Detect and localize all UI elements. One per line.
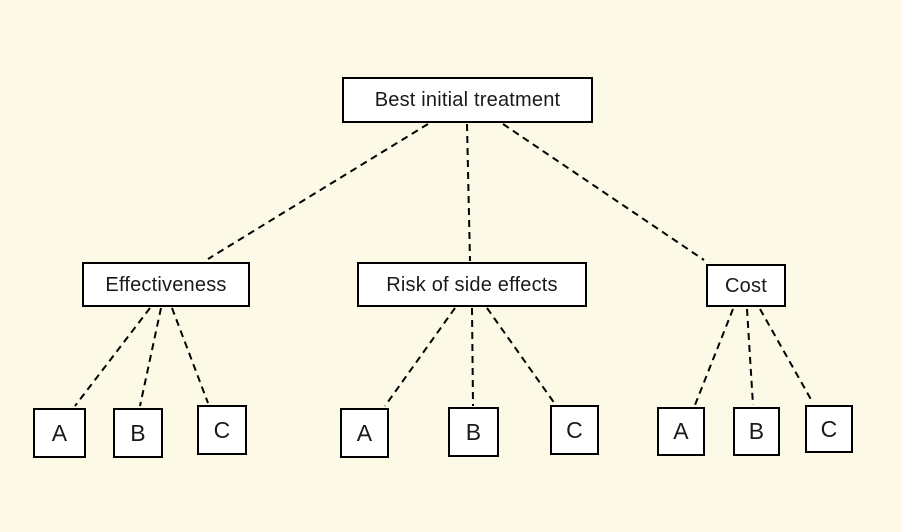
- edge-cost-to-c: [759, 308, 814, 404]
- node-criterion-effectiveness: Effectiveness: [82, 262, 250, 307]
- node-cost-option-c: C: [805, 405, 853, 453]
- node-effectiveness-option-b: B: [113, 408, 163, 458]
- edge-root-to-effectiveness: [207, 123, 429, 260]
- node-root-goal: Best initial treatment: [342, 77, 593, 123]
- node-effectiveness-option-a: A: [33, 408, 86, 458]
- edge-cost-to-a: [694, 308, 734, 406]
- node-risk-option-b: B: [448, 407, 499, 457]
- edge-cost-to-b: [746, 308, 754, 406]
- node-criterion-cost: Cost: [706, 264, 786, 307]
- node-risk-option-c: C: [550, 405, 599, 455]
- edge-effectiveness-to-c: [171, 307, 209, 404]
- edge-effectiveness-to-a: [74, 307, 151, 407]
- edge-root-to-cost: [502, 123, 705, 261]
- edge-effectiveness-to-b: [139, 307, 162, 407]
- edge-risk-to-b: [471, 307, 474, 407]
- node-cost-option-b: B: [733, 407, 780, 456]
- node-risk-option-a: A: [340, 408, 389, 458]
- node-cost-option-a: A: [657, 407, 705, 456]
- edge-risk-to-a: [384, 307, 456, 407]
- edge-root-to-risk: [466, 123, 471, 262]
- node-criterion-risk-of-side-effects: Risk of side effects: [357, 262, 587, 307]
- edge-risk-to-c: [486, 307, 556, 405]
- node-effectiveness-option-c: C: [197, 405, 247, 455]
